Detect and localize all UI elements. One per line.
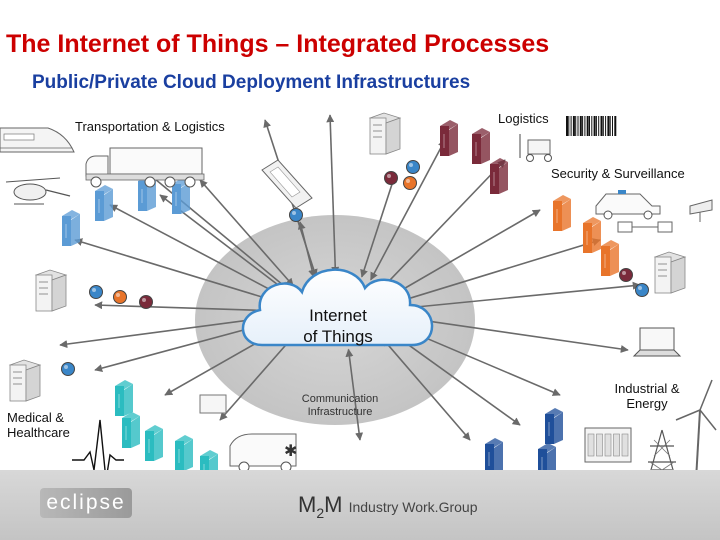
laptop-icon: [632, 327, 682, 357]
status-dot-icon: [113, 290, 127, 304]
cloud-label-line1: Internet: [309, 306, 367, 325]
m2m-m2: M: [324, 492, 343, 517]
logistics-server-icon: [472, 128, 490, 164]
barcode-icon: [566, 116, 617, 136]
industrial-server-icon: [485, 438, 503, 474]
label-industrial: Industrial & Energy: [607, 381, 687, 411]
svg-text:✱: ✱: [284, 441, 297, 460]
helicopter-icon: [5, 177, 71, 205]
medical-server-icon: [122, 412, 140, 448]
cloud-label-line2: of Things: [303, 327, 373, 346]
comm-label: Communication Infrastructure: [290, 393, 390, 419]
tower-server-icon: [653, 251, 687, 294]
status-dot-icon: [403, 176, 417, 190]
page-subtitle: Public/Private Cloud Deployment Infrastr…: [32, 72, 471, 93]
label-medical-line2: Healthcare: [7, 425, 70, 440]
arrows-group: [59, 114, 641, 441]
label-medical: Medical & Healthcare: [7, 410, 70, 440]
status-dot-icon: [619, 268, 633, 282]
label-transportation: Transportation & Logistics: [75, 119, 225, 134]
cloud-label: Internet of Things: [278, 305, 398, 347]
connection-arrow: [94, 301, 277, 315]
ecg-waveform-icon: [72, 419, 124, 481]
status-dot-icon: [89, 285, 103, 299]
eclipse-logo: eclipse: [40, 488, 132, 518]
connection-arrow: [326, 114, 340, 275]
connection-arrow: [360, 174, 397, 278]
wind-turbine-icon: [675, 379, 717, 481]
status-dot-icon: [635, 283, 649, 297]
ambulance-icon: ✱: [229, 433, 297, 473]
label-industrial-line1: Industrial &: [614, 381, 680, 396]
label-logistics: Logistics: [498, 111, 549, 126]
internet-cloud: [241, 268, 434, 347]
security-server-icon: [601, 240, 619, 276]
m2m-sub: 2: [316, 505, 325, 521]
industrial-server-icon: [545, 408, 563, 444]
page-title: The Internet of Things – Integrated Proc…: [6, 30, 550, 58]
medical-device-icon: [199, 394, 227, 414]
status-dot-icon: [139, 295, 153, 309]
tower-server-icon: [34, 269, 68, 312]
label-industrial-line2: Energy: [626, 396, 668, 411]
m2m-workgroup: Industry Work.Group: [348, 499, 478, 515]
m2m-m1: M: [298, 492, 317, 517]
connection-arrow: [199, 179, 294, 287]
medical-server-icon: [145, 425, 163, 461]
status-dot-icon: [406, 160, 420, 174]
medical-server-icon: [175, 435, 193, 471]
police-car-icon: [595, 190, 661, 220]
handheld-device-icon: [261, 159, 313, 209]
logistics-server-icon: [440, 120, 458, 156]
m2m-logo: M2M Industry Work.Group: [298, 492, 477, 521]
label-medical-line1: Medical &: [7, 410, 65, 425]
status-dot-icon: [289, 208, 303, 222]
logistics-server-icon: [490, 158, 508, 194]
connection-arrow: [381, 337, 471, 441]
connection-arrow: [398, 281, 641, 312]
tower-server-icon: [8, 359, 42, 402]
camera-network-icon: [617, 199, 713, 233]
connection-arrow: [59, 313, 278, 349]
security-server-icon: [553, 195, 571, 231]
label-security: Security & Surveillance: [551, 166, 685, 181]
power-pylon-icon: [645, 429, 679, 489]
forklift-icon: [519, 134, 552, 162]
comm-label-line1: Communication: [301, 393, 379, 405]
icons-group: ✱: [0, 112, 717, 489]
transport-server-icon: [62, 210, 80, 246]
factory-plc-icon: [584, 427, 632, 463]
status-dot-icon: [61, 362, 75, 376]
transport-server-icon: [95, 185, 113, 221]
comm-label-line2: Infrastructure: [307, 406, 373, 418]
security-server-icon: [583, 217, 601, 253]
truck-icon: [85, 147, 205, 188]
connection-arrow: [297, 221, 316, 278]
train-icon: [0, 127, 75, 153]
medical-server-icon: [115, 380, 133, 416]
tower-server-icon: [368, 112, 402, 155]
connection-arrow: [345, 348, 364, 441]
status-dot-icon: [384, 171, 398, 185]
